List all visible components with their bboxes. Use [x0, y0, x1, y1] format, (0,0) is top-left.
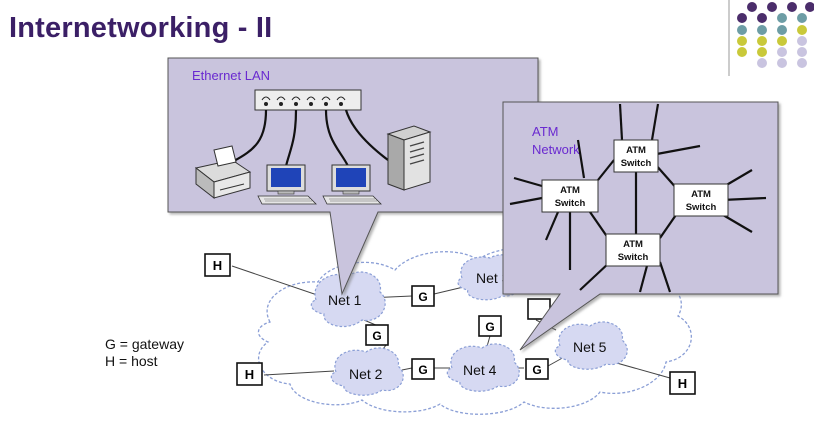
- gateway-box: G: [478, 315, 502, 337]
- net-2-cloud: [330, 347, 404, 396]
- gateways: G G G G G: [365, 285, 551, 380]
- gateway-box: G: [411, 358, 435, 380]
- gateway-box: G: [525, 358, 549, 380]
- atm-switch: ATM Switch: [541, 179, 599, 213]
- ethernet-lan-label: Ethernet LAN: [192, 68, 270, 83]
- gateway-box: G: [365, 324, 389, 346]
- ethernet-hub: [254, 89, 362, 111]
- atm-network-callout: ATM Network ATM: [502, 101, 779, 351]
- svg-text:G: G: [418, 290, 427, 304]
- net-4-label: Net 4: [463, 362, 497, 378]
- svg-text:ATM: ATM: [623, 239, 643, 250]
- server-icon: [386, 125, 432, 191]
- legend-host: H = host: [105, 353, 158, 369]
- slide-title: Internetworking - II: [9, 12, 273, 44]
- host-box: H: [669, 371, 696, 395]
- svg-text:G: G: [485, 320, 494, 334]
- sub-networks: [310, 254, 628, 396]
- net-1-label: Net 1: [328, 292, 362, 308]
- net-3-label: Net 3: [476, 270, 510, 286]
- svg-text:H: H: [213, 258, 222, 273]
- hosts: H H H: [204, 253, 696, 395]
- atm-network-label-line2: Network: [532, 142, 580, 157]
- net-5-label: Net 5: [573, 339, 607, 355]
- ethernet-lan-callout: Ethernet LAN: [167, 57, 539, 296]
- computer-icon: [257, 164, 317, 205]
- decorative-dot-grid: [728, 0, 814, 76]
- legend: G = gateway H = host: [105, 336, 184, 369]
- svg-text:G: G: [418, 363, 427, 377]
- svg-text:Switch: Switch: [555, 198, 586, 209]
- svg-text:ATM: ATM: [626, 145, 646, 156]
- gateway-box: G: [411, 285, 435, 307]
- network-links: [231, 265, 671, 379]
- svg-text:H: H: [245, 367, 254, 382]
- atm-switch: ATM Switch: [673, 183, 729, 217]
- svg-text:ATM: ATM: [560, 185, 580, 196]
- legend-gateway: G = gateway: [105, 336, 184, 352]
- svg-text:ATM: ATM: [691, 189, 711, 200]
- net-4-cloud: [446, 343, 520, 392]
- atm-switch: ATM Switch: [605, 233, 661, 267]
- net-2-label: Net 2: [349, 366, 383, 382]
- computer-icon: [322, 164, 382, 205]
- net-5-cloud: [554, 321, 628, 370]
- host-box: H: [236, 362, 263, 386]
- svg-text:Switch: Switch: [686, 202, 717, 213]
- svg-text:Switch: Switch: [618, 252, 649, 263]
- host-box: H: [204, 253, 231, 277]
- svg-text:H: H: [678, 376, 687, 391]
- atm-switch: ATM Switch: [613, 139, 659, 173]
- svg-text:G: G: [532, 363, 541, 377]
- svg-text:Switch: Switch: [621, 158, 652, 169]
- atm-network-label-line1: ATM: [532, 124, 558, 139]
- svg-text:G: G: [372, 329, 381, 343]
- printer-icon: [194, 145, 252, 200]
